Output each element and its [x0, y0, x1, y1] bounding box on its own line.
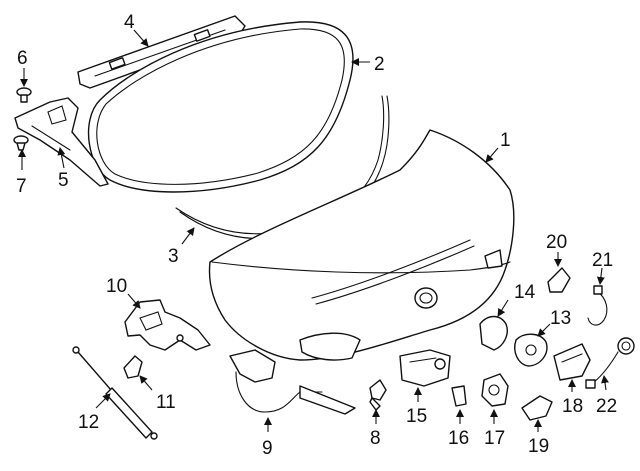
part-22-harness — [585, 337, 635, 389]
callout-5: 5 — [58, 170, 69, 191]
leader-10 — [127, 293, 141, 309]
leader-1 — [485, 147, 499, 163]
part-9-latch-cable — [229, 349, 356, 415]
callout-13: 13 — [550, 308, 571, 329]
part-20-cover — [547, 267, 571, 293]
callout-4: 4 — [124, 12, 135, 33]
callout-3: 3 — [168, 246, 179, 267]
callout-1: 1 — [500, 130, 511, 151]
callout-14: 14 — [514, 282, 536, 303]
callout-15: 15 — [406, 406, 427, 427]
callout-8: 8 — [370, 428, 381, 449]
part-1-trunk-lid — [208, 129, 515, 361]
leader-11 — [139, 375, 153, 391]
part-5-side-bracket — [14, 97, 109, 187]
part-13-handle — [514, 333, 548, 367]
part-11-bracket — [123, 355, 143, 379]
leader-21 — [596, 267, 605, 285]
part-19-bracket — [521, 395, 553, 421]
part-8-fastener — [369, 379, 387, 411]
part-4-reinforcement-bar — [77, 15, 246, 89]
callout-2: 2 — [374, 54, 385, 75]
leader-3 — [181, 227, 195, 245]
callout-7: 7 — [16, 176, 27, 197]
part-21-sensor-harness — [587, 285, 608, 326]
leader-lines — [18, 29, 609, 432]
leader-5 — [57, 147, 66, 169]
callout-6: 6 — [17, 48, 28, 69]
leader-13 — [537, 323, 551, 337]
callout-20: 20 — [546, 232, 567, 253]
part-10-hinge — [124, 299, 211, 351]
part-18-latch-module — [553, 343, 591, 381]
callout-22: 22 — [596, 396, 617, 417]
part-6-clip — [16, 87, 32, 103]
part-17-motor — [481, 373, 509, 407]
part-7-clip — [13, 135, 29, 151]
part-15-lock-actuator — [399, 349, 451, 387]
leader-12 — [95, 393, 111, 409]
callout-11: 11 — [156, 392, 176, 413]
callout-10: 10 — [106, 276, 127, 297]
part-12-gas-strut — [72, 346, 158, 440]
callout-labels: 1 2 3 4 5 6 7 8 9 10 11 12 13 14 15 16 1… — [16, 12, 617, 459]
callout-12: 12 — [78, 412, 99, 433]
callout-21: 21 — [592, 250, 613, 271]
part-16-clip — [451, 385, 467, 407]
part-14-bracket — [479, 315, 508, 351]
leader-14 — [497, 299, 509, 317]
leader-22 — [601, 375, 609, 391]
callout-17: 17 — [484, 428, 505, 449]
leader-4 — [133, 29, 149, 47]
callout-19: 19 — [528, 436, 549, 457]
callout-16: 16 — [448, 428, 469, 449]
callout-9: 9 — [262, 438, 273, 459]
part-2-weatherstrip-seal — [87, 21, 354, 193]
callout-18: 18 — [562, 396, 583, 417]
